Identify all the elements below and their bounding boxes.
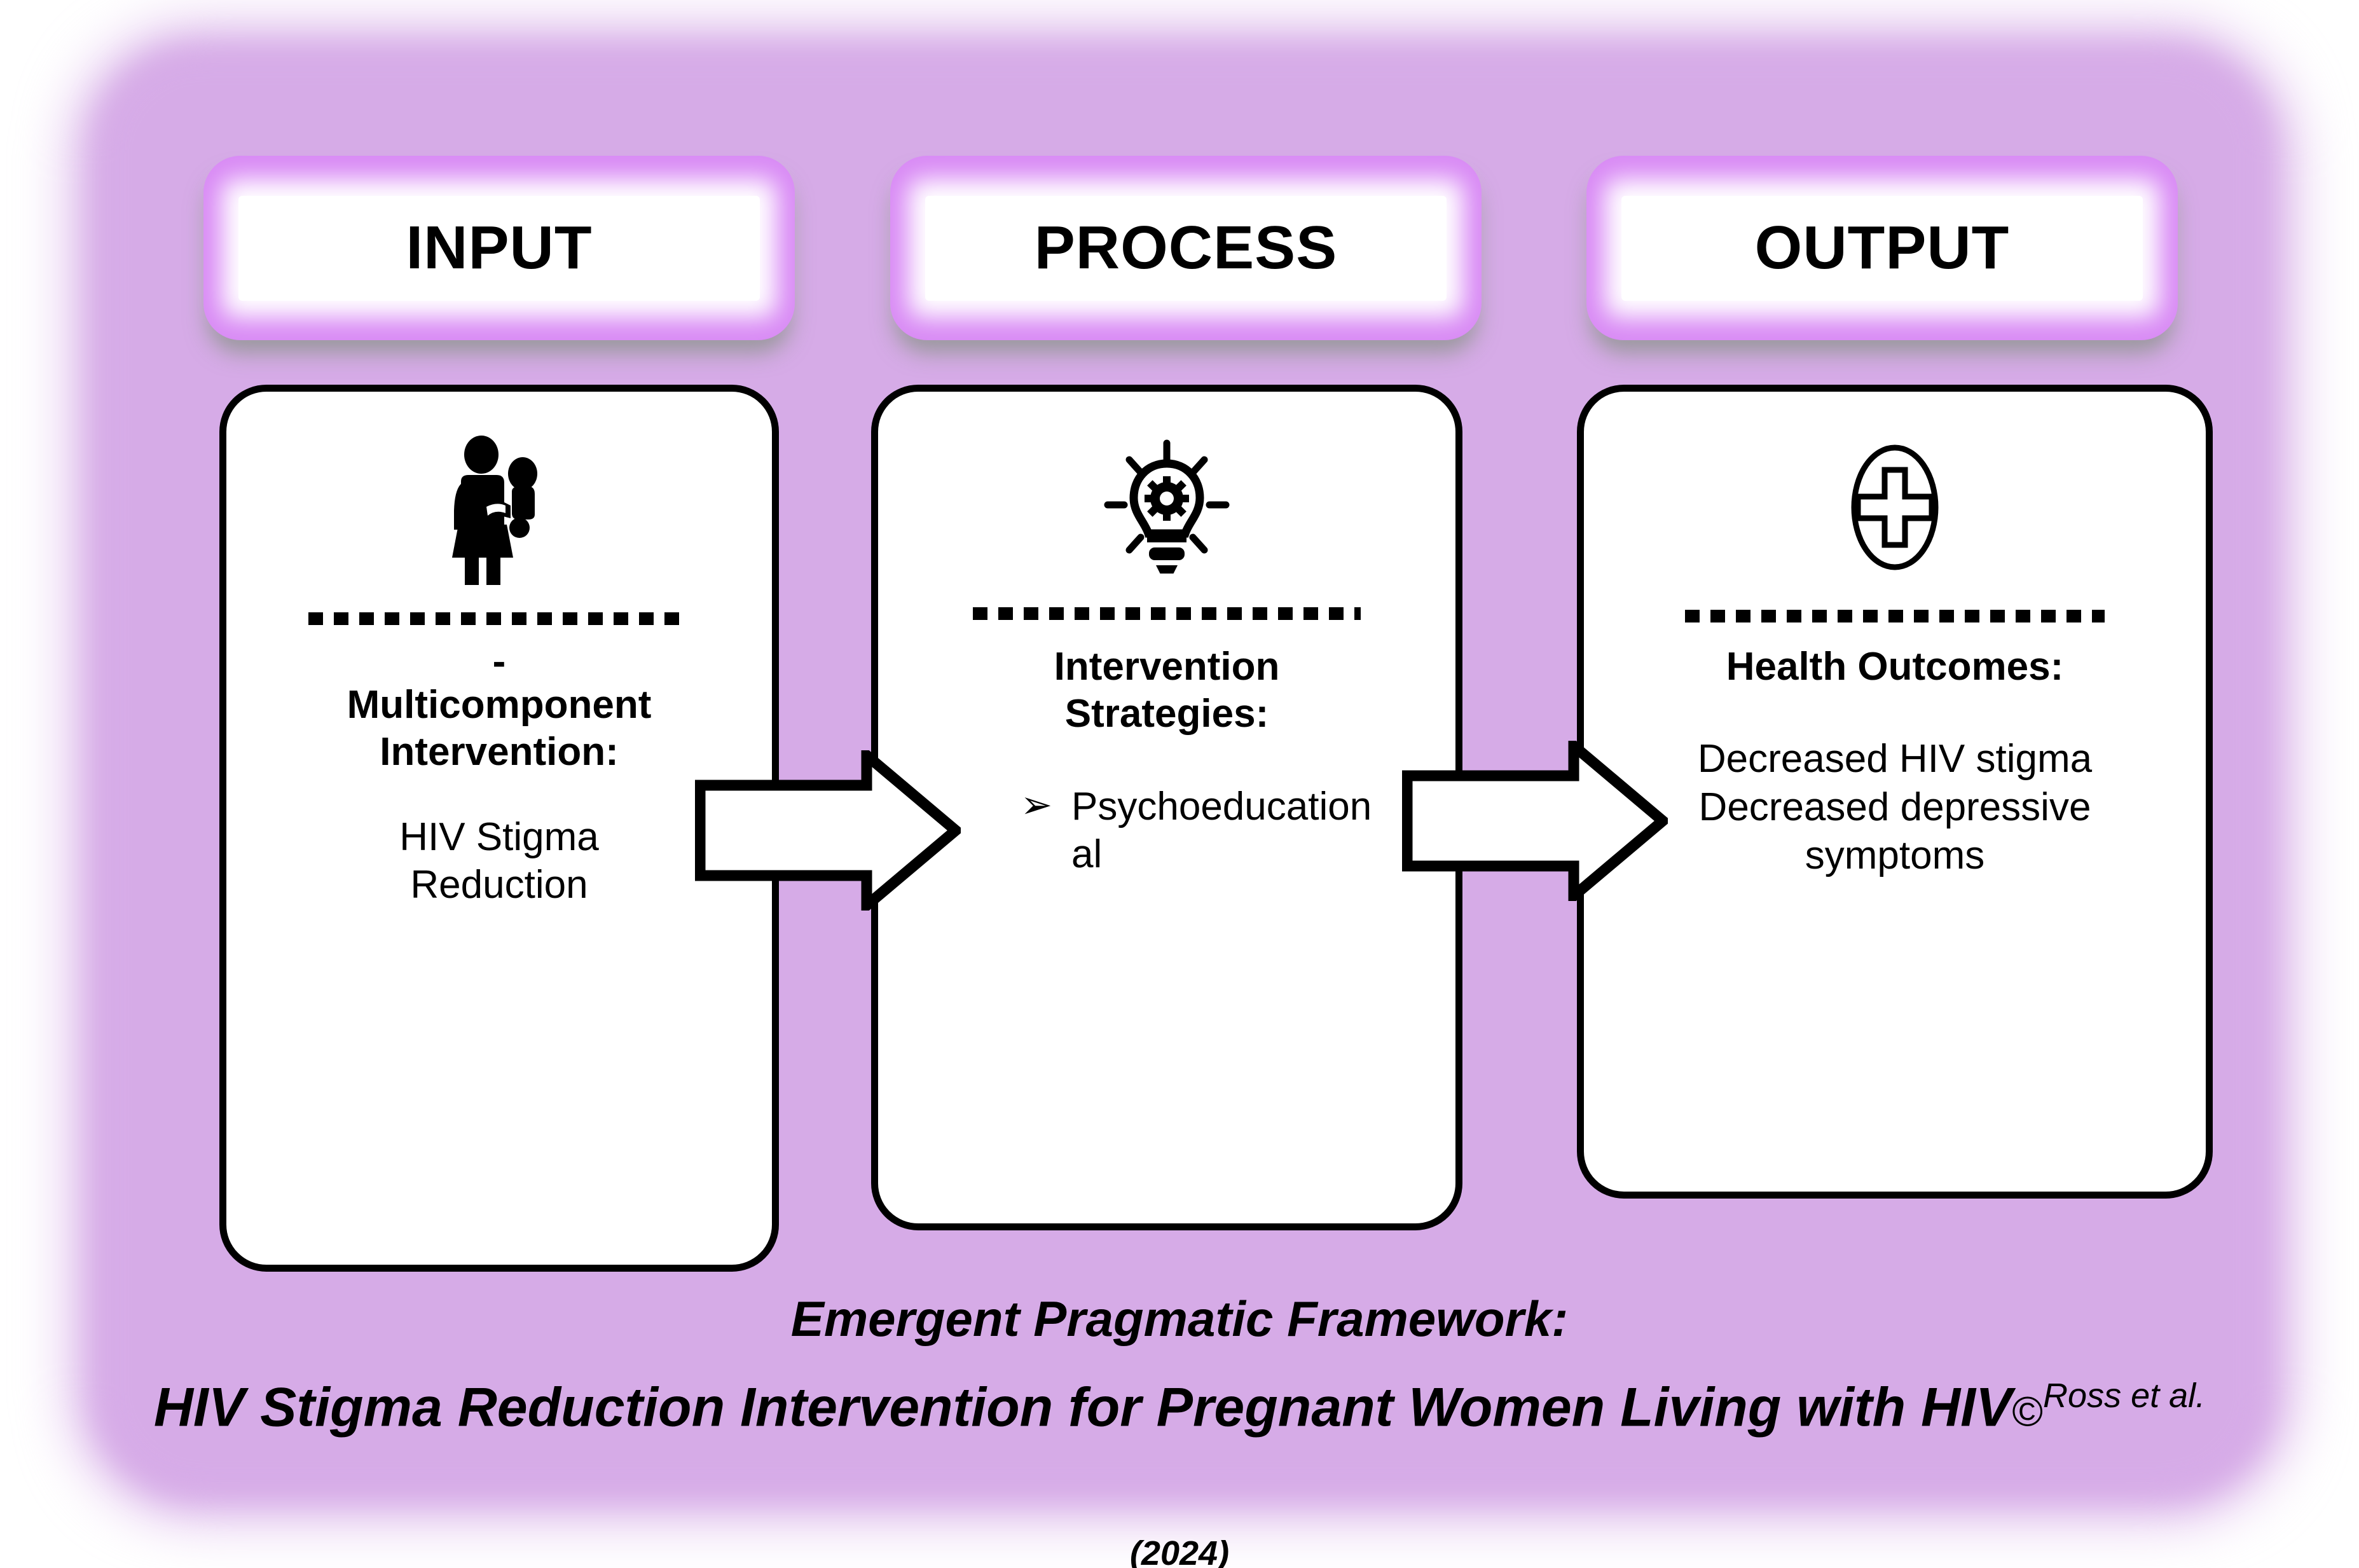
input-line-hiv-stigma: HIV Stigma [399,815,599,859]
header-pill-output-inner: OUTPUT [1621,195,2143,301]
separator-dashes-process [973,605,1361,622]
header-label-input: INPUT [406,214,593,282]
output-body-line3: symptoms [1805,833,1985,877]
input-line-intervention: Intervention: [380,730,619,774]
arrow-process-to-output [1402,741,1668,901]
header-label-output: OUTPUT [1754,214,2010,282]
process-bullet-line2: al [1071,832,1103,877]
icon-wrap-input [226,392,772,605]
card-output: Health Outcomes: Decreased HIV stigma De… [1577,385,2213,1199]
lightbulb-gear-icon [1104,439,1229,574]
icon-wrap-output [1584,392,2206,603]
caption-line-1: Emergent Pragmatic Framework: [790,1291,1569,1347]
mother-and-child-icon [452,435,537,585]
separator-dashes-output [1685,608,2105,624]
output-heading: Health Outcomes: [1726,645,2064,689]
caption-title-text: HIV Stigma Reduction Intervention for Pr… [153,1377,2012,1438]
process-heading-line1: Intervention [1054,645,1280,689]
copyright-icon: © [2012,1387,2044,1435]
input-line-multicomponent: Multicomponent [347,683,652,727]
header-pill-output: OUTPUT [1586,156,2178,340]
separator-dashes-input [308,610,690,627]
process-bullet-line1: Psychoeducation [1071,784,1372,829]
card-input: - Multicomponent Intervention: HIV Stigm… [219,385,779,1272]
process-heading-line2: Strategies: [1064,692,1269,736]
card-process: Intervention Strategies: ➢ Psychoeducati… [871,385,1462,1230]
medical-cross-circle-icon [1851,444,1939,570]
output-body-line1: Decreased HIV stigma [1697,737,2093,781]
header-pill-input-inner: INPUT [238,195,760,301]
header-label-process: PROCESS [1034,214,1338,282]
input-line-reduction: Reduction [410,863,588,907]
process-bullet-item: ➢ Psychoeducation al [1001,783,1372,879]
header-pill-process-inner: PROCESS [925,195,1447,301]
caption-credit: Ross et al. [2043,1376,2206,1415]
input-line-dash: - [492,640,506,684]
caption-clipped-line: (2024) [0,1536,2359,1568]
caption: Emergent Pragmatic Framework: HIV Stigma… [0,1291,2359,1439]
arrow-input-to-process [695,750,961,911]
caption-clipped-text: (2024) [1129,1536,1230,1568]
output-body-line2: Decreased depressive [1698,785,2091,830]
header-pill-input: INPUT [203,156,795,340]
process-bullet-text: Psychoeducation al [1071,783,1372,879]
icon-wrap-process [878,392,1455,600]
header-pill-process: PROCESS [890,156,1482,340]
caption-line-2: HIV Stigma Reduction Intervention for Pr… [0,1376,2359,1440]
arrow-bullet-icon: ➢ [1020,783,1053,826]
